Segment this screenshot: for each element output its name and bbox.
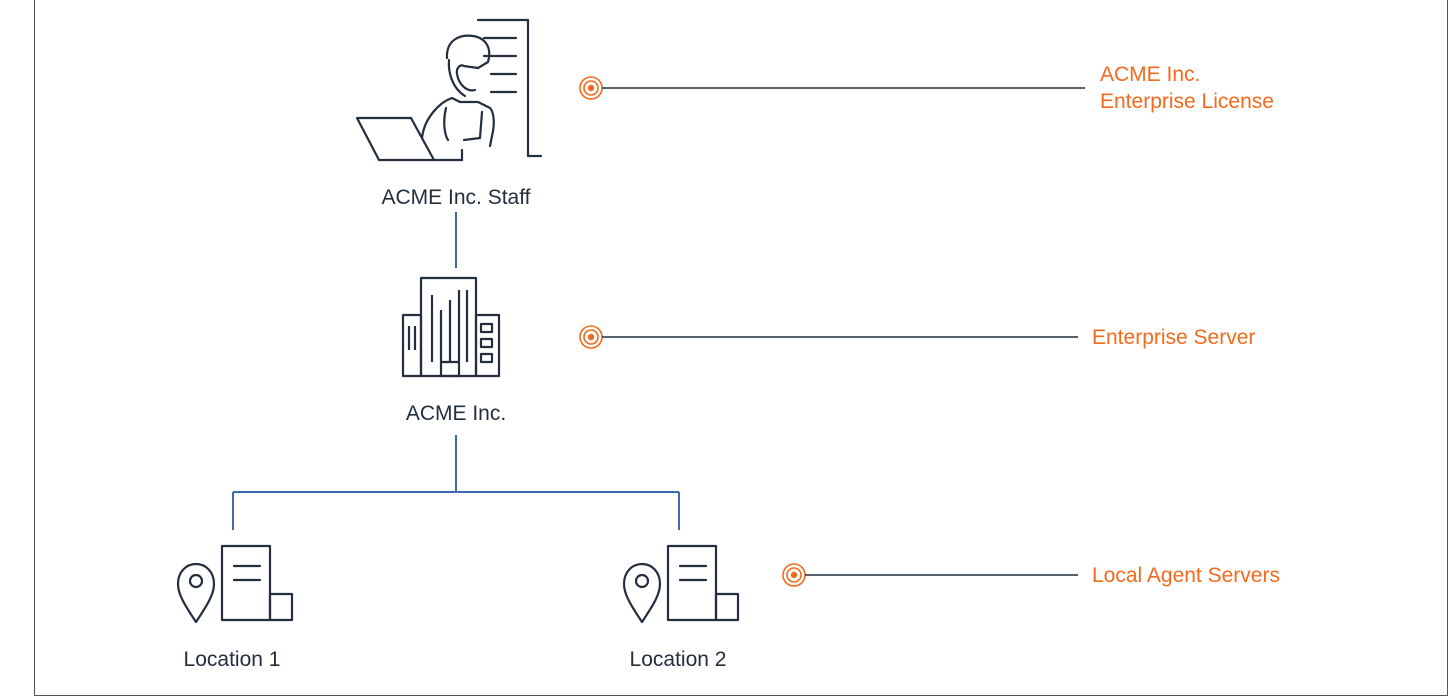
office-building-icon [401,276,501,378]
company-label: ACME Inc. [405,402,507,425]
callout-marker-license [579,76,1085,100]
enterprise-server-callout: Enterprise Server [1092,326,1256,349]
license-callout-line2: Enterprise License [1100,90,1274,113]
local-agents-callout: Local Agent Servers [1092,564,1280,587]
location-server-icon [622,544,740,624]
staff-label: ACME Inc. Staff [381,186,531,209]
location2-label: Location 2 [629,648,727,671]
hierarchy-connectors [232,212,680,530]
callout-marker-local-agents [782,563,1078,587]
frame-left-border [34,0,35,696]
location-server-icon [176,544,294,624]
location1-label: Location 1 [183,648,281,671]
callout-marker-enterprise-server [579,325,1078,349]
frame-right-border [1447,0,1448,696]
license-callout-line1: ACME Inc. [1100,63,1201,86]
license-callout: ACME Inc. Enterprise License [1100,61,1274,115]
person-laptop-document-icon [355,18,543,162]
